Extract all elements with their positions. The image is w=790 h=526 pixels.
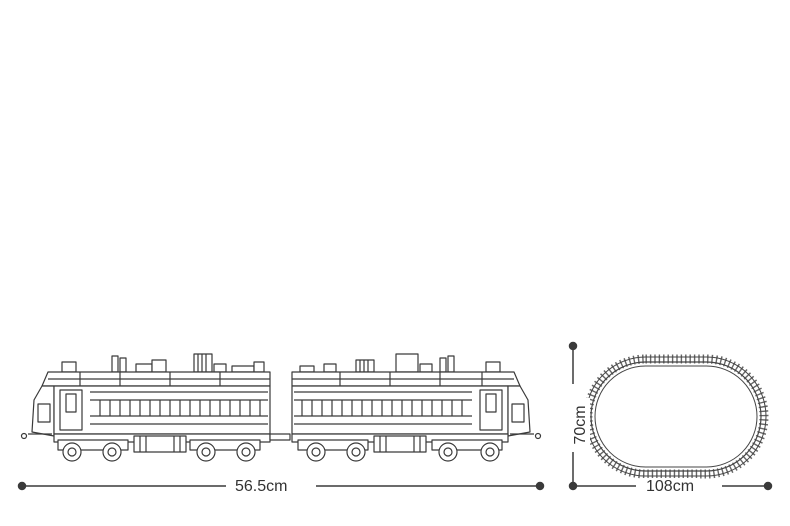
dimension-dot-icon xyxy=(535,481,545,491)
track-width-label: 108cm xyxy=(642,478,699,496)
dimension-dot-icon xyxy=(763,481,773,491)
right-train-car xyxy=(291,353,542,462)
track-height-label: 70cm xyxy=(572,398,590,452)
train-length-label: 56.5cm xyxy=(231,478,292,496)
length-dimension-line xyxy=(17,481,545,491)
left-train-car xyxy=(20,353,291,462)
dimension-dot-icon xyxy=(17,481,27,491)
dimension-dot-icon xyxy=(568,341,578,351)
width-dimension-line xyxy=(573,481,773,491)
